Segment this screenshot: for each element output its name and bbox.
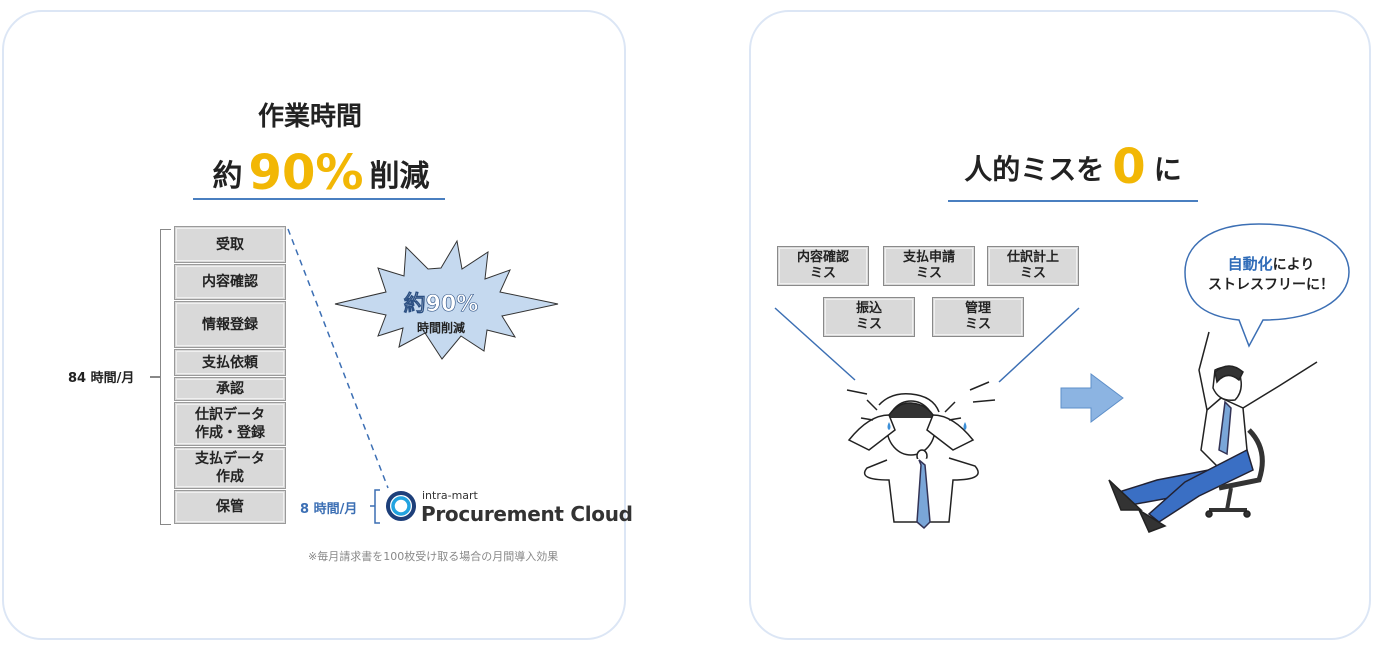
step-item: 保管: [174, 490, 286, 524]
step-item: 仕訳データ 作成・登録: [174, 402, 286, 446]
reduction-burst: [334, 239, 559, 360]
error-headline-suffix: に: [1153, 153, 1182, 186]
logo-product-name: Procurement Cloud: [421, 502, 633, 526]
headline-value: 90%: [248, 145, 364, 201]
after-bracket: [370, 489, 380, 524]
time-title: 作業時間: [257, 102, 362, 132]
process-steps: 受取 内容確認 情報登録 支払依頼 承認 仕訳データ 作成・登録 支払データ 作…: [174, 226, 286, 525]
step-item: 受取: [174, 226, 286, 263]
step-item: 内容確認: [174, 264, 286, 300]
burst-value: 約90%: [403, 292, 479, 318]
headline-suffix: 削減: [369, 159, 430, 194]
reduction-dashed-line: [287, 228, 389, 489]
time-reduction-card: [2, 10, 626, 640]
stressed-person-icon: [846, 381, 996, 530]
procurement-cloud-logo-icon: [386, 491, 416, 521]
error-headline-value: 0: [1112, 139, 1146, 195]
before-bracket: [160, 229, 171, 525]
happy-person-icon: [1108, 331, 1318, 533]
step-item: 支払データ 作成: [174, 447, 286, 489]
error-box: 支払申請 ミス: [883, 246, 975, 286]
footnote: ※毎月請求書を100枚受け取る場合の月間導入効果: [308, 550, 559, 563]
step-item: 承認: [174, 377, 286, 401]
sweat-drop-icon: [963, 422, 967, 430]
speech-bubble-icon: [1184, 223, 1350, 348]
logo-brand-text: intra-mart: [422, 489, 478, 502]
funnel-line-left: [774, 307, 856, 381]
headline-underline: [193, 198, 445, 200]
headline-prefix: 約: [212, 159, 243, 194]
error-headline-underline: [948, 200, 1198, 202]
bubble-message: 自動化により ストレスフリーに！: [1196, 254, 1346, 295]
error-headline-prefix: 人的ミスを: [964, 153, 1105, 186]
error-box: 振込 ミス: [823, 297, 915, 337]
left-graphics: [287, 228, 559, 524]
funnel-line-right: [998, 307, 1080, 383]
bubble-rest: により: [1272, 257, 1315, 273]
error-box: 管理 ミス: [932, 297, 1024, 337]
right-arrow-icon: [1060, 373, 1124, 423]
after-hours-label: 8 時間/月: [300, 502, 358, 517]
right-graphics: [774, 223, 1350, 533]
sweat-drop-icon: [887, 422, 891, 430]
before-hours-label: 84 時間/月: [68, 371, 135, 386]
step-item: 支払依頼: [174, 349, 286, 376]
burst-caption: 時間削減: [416, 321, 465, 335]
error-box: 仕訳計上 ミス: [987, 246, 1079, 286]
step-item: 情報登録: [174, 301, 286, 348]
bubble-line2: ストレスフリーに！: [1208, 277, 1334, 293]
bubble-highlight: 自動化: [1227, 255, 1273, 273]
before-bracket-tick: [150, 376, 160, 378]
error-box: 内容確認 ミス: [777, 246, 869, 286]
